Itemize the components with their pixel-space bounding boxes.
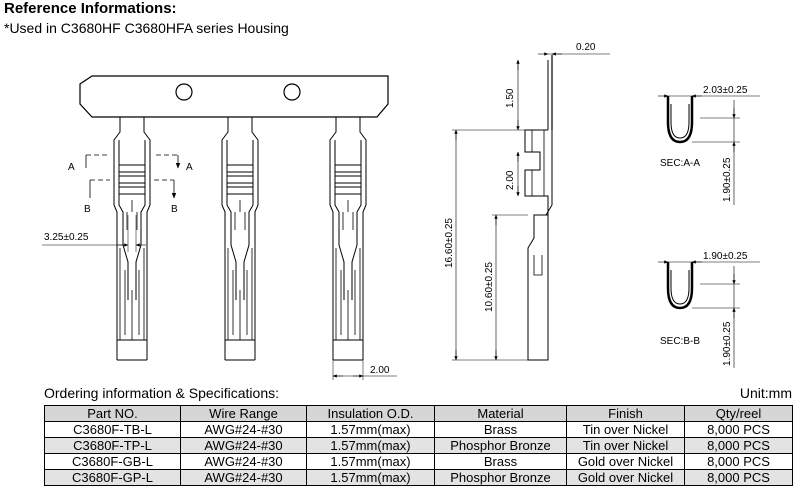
cell: AWG#24-#30 <box>180 453 307 470</box>
cell: AWG#24-#30 <box>180 421 307 438</box>
section-a-label-right: A <box>186 162 193 173</box>
sec-b-label: SEC:B-B <box>660 336 700 347</box>
cell: 1.57mm(max) <box>306 469 435 486</box>
cell: AWG#24-#30 <box>180 469 307 486</box>
cell: 1.57mm(max) <box>306 453 435 470</box>
dim-sec-a-height: 1.90±0.25 <box>722 157 733 202</box>
table-row: C3680F-TP-L AWG#24-#30 1.57mm(max) Phosp… <box>44 437 793 454</box>
cell: Gold over Nickel <box>566 453 685 470</box>
table-row: C3680F-GB-L AWG#24-#30 1.57mm(max) Brass… <box>44 453 793 470</box>
cell: 1.57mm(max) <box>306 437 435 454</box>
cell: Phosphor Bronze <box>434 469 567 486</box>
technical-drawing: A A B B 3.25±0.25 2.00 0.20 1.50 2.00 16… <box>42 42 760 380</box>
cell: Gold over Nickel <box>566 469 685 486</box>
col-part-no: Part NO. <box>44 405 181 422</box>
dim-sec-b-width: 1.90±0.25 <box>703 251 748 262</box>
cell: Brass <box>434 453 567 470</box>
page-title: Reference Informations: <box>4 0 177 17</box>
cell: Phosphor Bronze <box>434 437 567 454</box>
ordering-title: Ordering information & Specifications: <box>44 385 279 401</box>
cell: 1.57mm(max) <box>306 421 435 438</box>
cell: 8,000 PCS <box>684 453 793 470</box>
dim-side-top: 1.50 <box>505 88 516 108</box>
col-finish: Finish <box>566 405 685 422</box>
cell: 8,000 PCS <box>684 437 793 454</box>
cell: C3680F-TP-L <box>44 437 181 454</box>
spec-table: Part NO. Wire Range Insulation O.D. Mate… <box>44 405 793 486</box>
cell: Tin over Nickel <box>566 421 685 438</box>
unit-label: Unit:mm <box>739 385 792 401</box>
cell: C3680F-GB-L <box>44 453 181 470</box>
section-a-label-left: A <box>68 162 75 173</box>
section-b-label-right: B <box>171 204 178 215</box>
dim-width-bottom: 2.00 <box>370 365 390 376</box>
cell: C3680F-GP-L <box>44 469 181 486</box>
cell: AWG#24-#30 <box>180 437 307 454</box>
col-qty: Qty/reel <box>684 405 793 422</box>
section-b-label-left: B <box>84 204 91 215</box>
sec-a-label: SEC:A-A <box>660 158 700 169</box>
dim-total-length: 16.60±0.25 <box>444 218 455 268</box>
cell: 8,000 PCS <box>684 469 793 486</box>
dim-thickness: 0.20 <box>576 42 596 53</box>
table-row: C3680F-GP-L AWG#24-#30 1.57mm(max) Phosp… <box>44 469 793 486</box>
table-header-row: Part NO. Wire Range Insulation O.D. Mate… <box>44 405 793 422</box>
page-subtitle: *Used in C3680HF C3680HFA series Housing <box>4 20 289 36</box>
table-row: C3680F-TB-L AWG#24-#30 1.57mm(max) Brass… <box>44 421 793 438</box>
cell: C3680F-TB-L <box>44 421 181 438</box>
dim-sec-b-height: 1.90±0.25 <box>722 321 733 366</box>
cell: Brass <box>434 421 567 438</box>
cell: 8,000 PCS <box>684 421 793 438</box>
col-material: Material <box>434 405 567 422</box>
dim-sec-a-width: 2.03±0.25 <box>703 85 748 96</box>
side-view <box>524 55 553 361</box>
dim-partial-length: 10.60±0.25 <box>484 262 495 312</box>
dim-pitch: 3.25±0.25 <box>44 232 89 243</box>
dim-side-mid: 2.00 <box>505 170 516 190</box>
cell: Tin over Nickel <box>566 437 685 454</box>
col-wire-range: Wire Range <box>180 405 307 422</box>
col-insulation: Insulation O.D. <box>306 405 435 422</box>
